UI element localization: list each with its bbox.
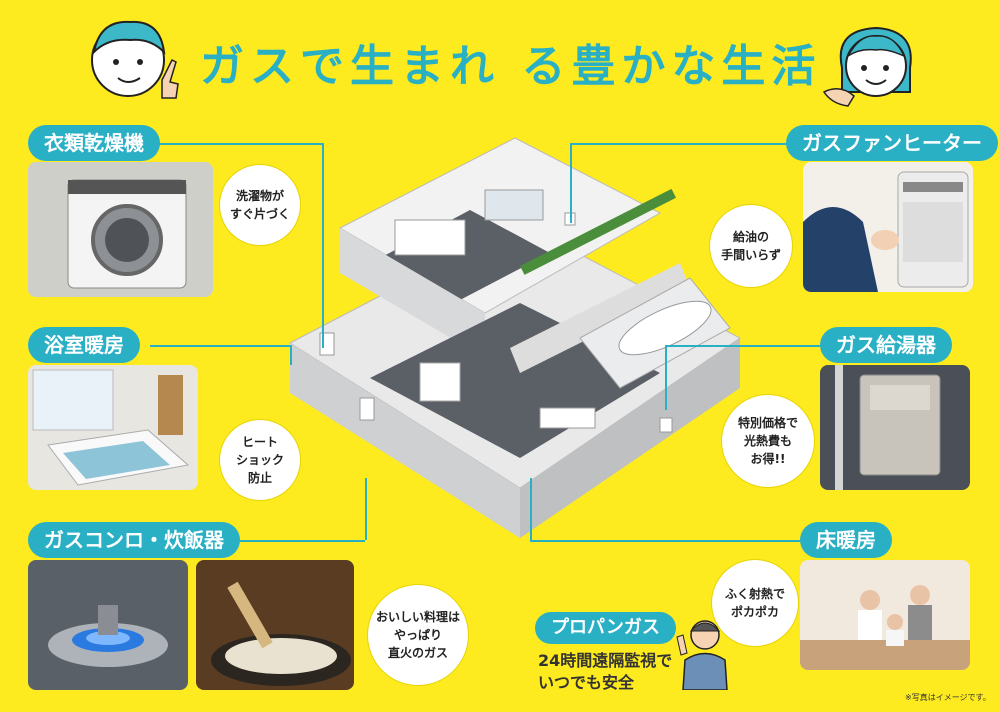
woman-character-illustration [822, 26, 912, 107]
house-cutaway-illustration [288, 137, 741, 538]
dryer-photo [28, 162, 213, 297]
bubble-dryer: 洗濯物が すぐ片づく [220, 165, 300, 245]
bubble-water-heater-text: 特別価格で 光熱費も お得!! [737, 416, 798, 466]
label-floor-heating: 床暖房 [800, 522, 892, 558]
connector-line-bath [150, 345, 290, 347]
rice-cooker-photo [196, 560, 354, 690]
bubble-bath-heater-text: ヒート ショック 防止 [235, 435, 284, 485]
bathroom-photo [28, 365, 198, 490]
connector-line-dryer-vertical [322, 143, 324, 348]
floor-heating-photo [800, 560, 970, 670]
label-bath-heater: 浴室暖房 [28, 327, 140, 363]
connector-line-stove [225, 540, 365, 542]
image-disclaimer-note: ※写真はイメージです。 [905, 693, 991, 702]
label-water-heater: ガス給湯器 [820, 327, 952, 363]
bubble-stove-text: おいしい料理は やっぱり 直火のガス [375, 610, 460, 660]
connector-line-fan-heater [570, 143, 790, 145]
connector-line-floor-heating [530, 540, 820, 542]
bubble-floor-heating-text: ふく射熱で ポカポカ [724, 587, 785, 619]
gas-stove-photo [28, 560, 188, 690]
connector-line-water-heater-vertical [665, 345, 667, 410]
bubble-dryer-text: 洗濯物が すぐ片づく [229, 189, 290, 221]
label-propane: プロパンガス [535, 612, 676, 644]
label-stove: ガスコンロ・炊飯器 [28, 522, 240, 558]
man-character-illustration [91, 20, 179, 99]
connector-line-bath-vertical [290, 345, 292, 365]
label-fan-heater: ガスファンヒーター [786, 125, 998, 161]
bubble-floor-heating: ふく射熱で ポカポカ [712, 560, 798, 646]
bubble-stove: おいしい料理は やっぱり 直火のガス [368, 585, 468, 685]
connector-line-dryer [152, 143, 322, 145]
technician-illustration [676, 620, 728, 690]
bubble-fan-heater-text: 給油の 手間いらず [721, 230, 781, 262]
water-heater-photo [820, 365, 970, 490]
bubble-bath-heater: ヒート ショック 防止 [220, 420, 300, 500]
fan-heater-photo [803, 162, 973, 292]
propane-description: 24時間遠隔監視で いつでも安全 [538, 651, 673, 693]
connector-line-stove-vertical [365, 478, 367, 540]
page-title: ガスで生まれ る豊かな生活 [200, 41, 822, 92]
bubble-water-heater: 特別価格で 光熱費も お得!! [722, 395, 814, 487]
label-dryer: 衣類乾燥機 [28, 125, 160, 161]
connector-line-floor-heating-vertical [530, 478, 532, 540]
connector-line-fan-heater-vertical [570, 143, 572, 223]
bubble-fan-heater: 給油の 手間いらず [710, 205, 792, 287]
connector-line-water-heater [665, 345, 820, 347]
